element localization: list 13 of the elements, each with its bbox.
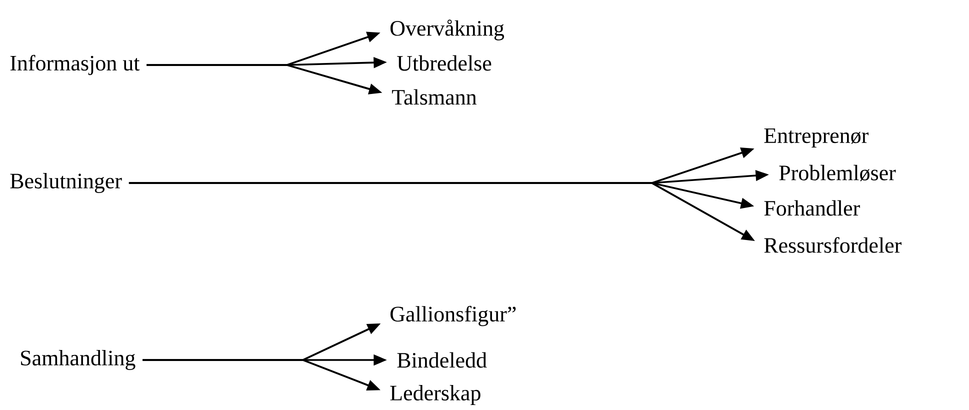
node-label: Informasjon ut [10,54,140,76]
node-label: Problemløser [779,164,896,182]
node-label: Gallionsfigur” [390,306,516,326]
node-label: Beslutninger [10,173,122,193]
node-label: Overvåkning [390,20,504,40]
node-label: Ressursfordeler [764,237,902,253]
node-label: Lederskap [390,385,480,405]
node-label: Entreprenør [764,128,868,148]
node-label: Utbredelse [397,55,492,71]
node-label: Samhandling [21,350,136,370]
node-label: Forhandler [764,200,860,216]
node-label: Talsmann [392,89,477,105]
node-label: Bindeledd [397,352,487,368]
